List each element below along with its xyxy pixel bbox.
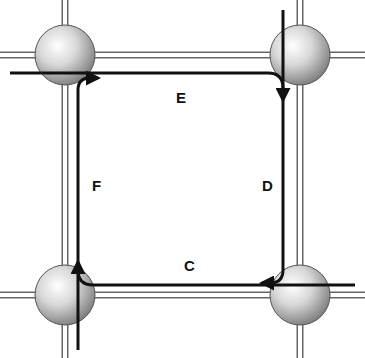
path-label: D [262, 178, 273, 193]
path-arrows [10, 10, 355, 350]
path-label: F [92, 178, 101, 193]
path-label: E [176, 90, 186, 105]
path-label: C [184, 258, 195, 273]
